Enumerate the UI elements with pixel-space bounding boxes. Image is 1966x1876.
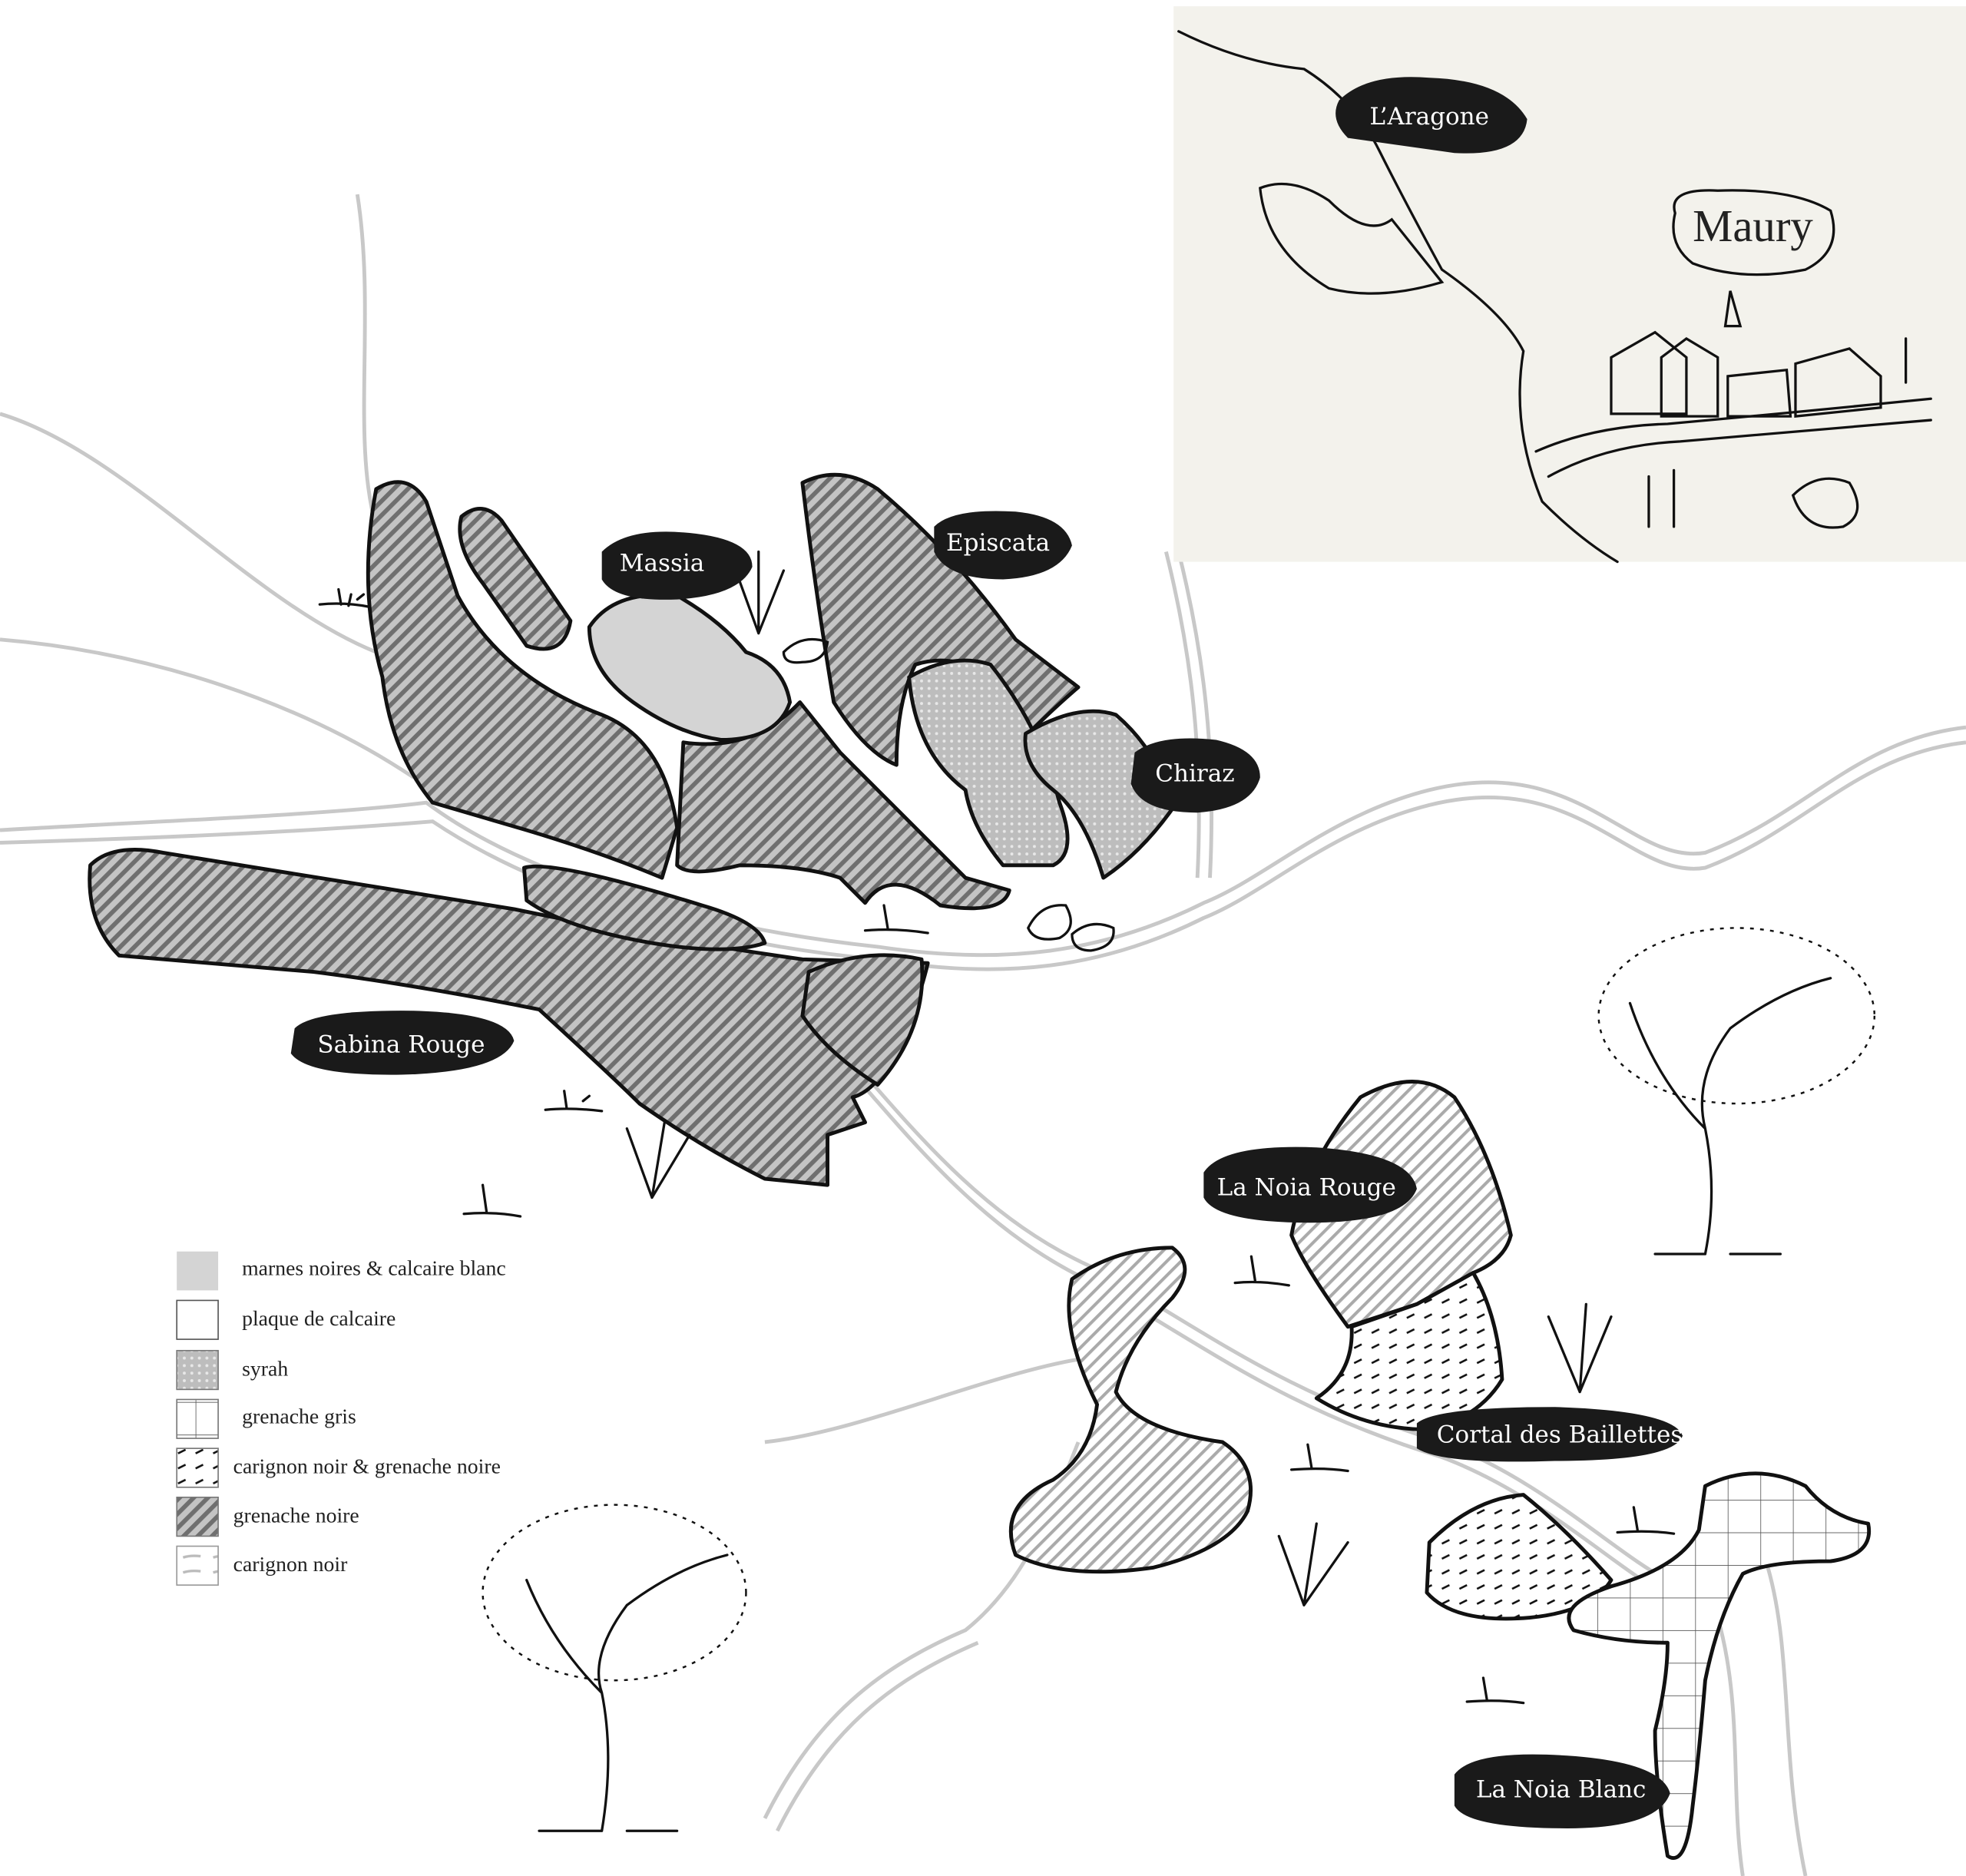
label-text: La Noia Rouge [1217,1174,1396,1202]
label-episcata[interactable]: Episcata [934,511,1072,580]
legend: marnes noires & calcaire blanc plaque de… [176,1251,506,1586]
parcel-grenache-noire-light[interactable] [1008,1246,1253,1574]
grass-icon [863,904,929,935]
legend-label: plaque de calcaire [242,1307,396,1331]
legend-swatch-grenache-gris [176,1398,219,1439]
legend-swatch-grenache-noire [176,1497,219,1537]
label-text: L’Aragone [1369,103,1489,131]
legend-label: grenache gris [242,1405,356,1428]
legend-swatch-marnes [177,1251,219,1291]
label-massia[interactable]: Massia [601,531,753,600]
rock-icon [782,637,1115,952]
legend-swatch-calcaire [176,1299,219,1340]
grass-icon [1465,1676,1525,1705]
parcel-grenache-noire[interactable] [366,480,680,880]
legend-label: carignon noir & grenache noire [233,1455,501,1479]
roads [0,194,1966,1876]
grass-icon [462,1183,522,1218]
parcel-grenache-noire[interactable] [800,953,925,1087]
wheat-icon [625,550,1613,1606]
grass-icon [1290,1443,1349,1473]
olive-tree-icon [482,1504,747,1832]
inset-map [1173,6,1966,564]
parcel-grenache-noire[interactable] [522,864,767,951]
label-text: La Noia Blanc [1476,1775,1647,1803]
label-text: Massia [620,549,704,577]
town-name: Maury [1693,201,1813,251]
legend-label: syrah [242,1357,288,1381]
grass-icon [1233,1255,1291,1287]
label-laragone[interactable]: L’Aragone [1335,77,1527,154]
label-text: Sabina Rouge [317,1031,485,1058]
grass-icon [1616,1506,1676,1535]
map-labels: L’Aragone Maury Massia Episcata Chiraz S… [290,77,1813,1828]
maury-outline [1672,189,1835,276]
parcel-grenache-noire[interactable] [675,700,1011,911]
legend-label: grenache noire [233,1504,359,1527]
label-text: Episcata [946,529,1050,557]
parcel-grenache-gris[interactable] [1567,1471,1872,1860]
label-cortal-des-baillettes[interactable]: Cortal des Baillettes [1416,1407,1683,1462]
grass-icon [318,587,372,609]
parcel-grenache-noire[interactable] [458,507,573,651]
legend-label: carignon noir [233,1553,348,1577]
label-sabina-rouge[interactable]: Sabina Rouge [290,1011,515,1075]
label-la-noia-rouge[interactable]: La Noia Rouge [1203,1146,1417,1223]
legend-label: marnes noires & calcaire blanc [242,1257,506,1281]
legend-swatch-syrah [176,1349,219,1391]
grass-icon [544,1090,604,1113]
label-chiraz[interactable]: Chiraz [1130,738,1260,813]
parcel-syrah[interactable] [907,658,1070,868]
parcel-carignon-grenache[interactable] [1425,1493,1614,1621]
olive-tree-icon [1597,927,1876,1256]
label-text: Cortal des Baillettes [1437,1421,1683,1448]
label-la-noia-blanc[interactable]: La Noia Blanc [1454,1754,1670,1828]
legend-swatch-carignon-grenache [176,1448,219,1488]
pond-icon [1791,477,1859,529]
village-houses-icon [1610,290,1908,528]
label-text: Chiraz [1155,760,1234,788]
legend-swatch-carignon-noir [176,1545,219,1586]
decorations [318,550,1876,1832]
parcels [88,472,1872,1860]
